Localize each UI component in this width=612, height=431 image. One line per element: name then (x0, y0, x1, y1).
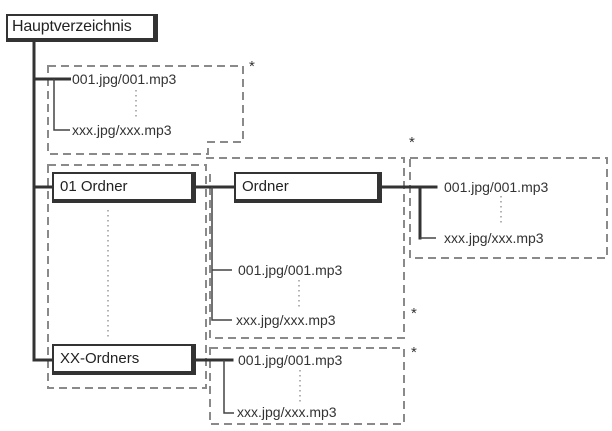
file-label-root-first: 001.jpg/001.mp3 (71, 71, 178, 87)
folder-01: 01 Ordner (52, 172, 196, 203)
file-label-sub-last: xxx.jpg/xxx.mp3 (443, 230, 545, 246)
group-root-files (47, 65, 244, 155)
asterisk-marker-root: * (249, 58, 255, 75)
root-folder: Hauptverzeichnis (6, 14, 158, 42)
dotted-continuations (107, 90, 502, 402)
root-files-tree (53, 79, 70, 131)
file-label-fx-last: xxx.jpg/xxx.mp3 (236, 404, 338, 420)
group-folder-01-files (206, 157, 405, 339)
f1-files-tree (211, 187, 232, 321)
group-folder-01 (47, 164, 207, 389)
asterisk-marker-f1: * (411, 305, 417, 322)
group-sub-files (409, 157, 608, 259)
thin-connectors (53, 79, 436, 414)
file-label-fx-first: 001.jpg/001.mp3 (237, 352, 344, 368)
file-label-sub-first: 001.jpg/001.mp3 (443, 179, 550, 195)
subfolder: Ordner (234, 172, 382, 203)
fx-files-tree (223, 360, 234, 414)
folder-xx: XX-Ordners (52, 344, 196, 375)
tree-connectors (32, 40, 438, 362)
dashed-group-frames (47, 65, 608, 425)
file-label-f1-last: xxx.jpg/xxx.mp3 (235, 312, 337, 328)
file-label-f1-first: 001.jpg/001.mp3 (237, 262, 344, 278)
asterisk-marker-fx: * (411, 344, 417, 361)
asterisk-marker-sub: * (409, 134, 415, 151)
file-label-root-last: xxx.jpg/xxx.mp3 (71, 122, 173, 138)
